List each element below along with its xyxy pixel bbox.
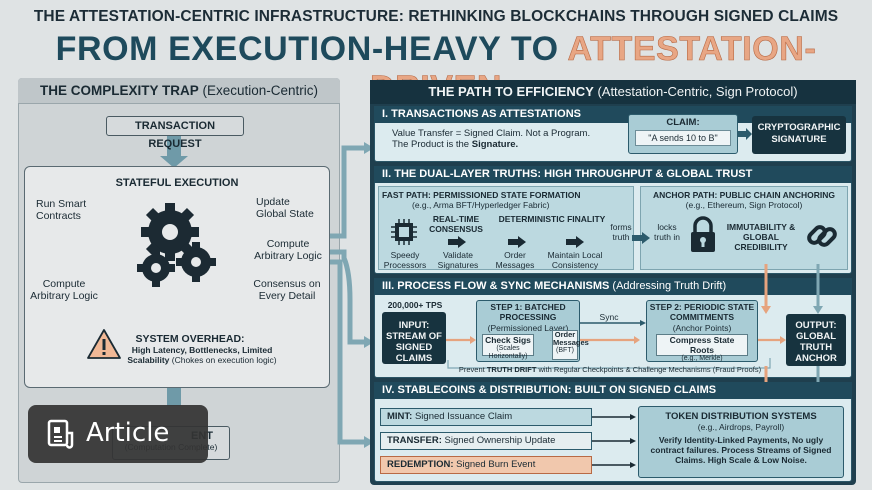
fast-path-title: FAST PATH: PERMISSIONED STATE FORMATION — [382, 190, 581, 200]
s1-text: Value Transfer = Signed Claim. Not a Pro… — [392, 128, 591, 150]
realtime-consensus: REAL-TIME CONSENSUS — [429, 214, 483, 234]
forms-to-locks-arrow — [632, 232, 650, 244]
step2-title: STEP 2: PERIODIC STATE COMMITMENTS — [649, 302, 755, 322]
check-sigs-box: Check Sigs (Scales Horizontally) — [482, 334, 534, 360]
label-compute-arbitrary-left: Compute Arbitrary Logic — [30, 278, 98, 302]
speedy-processors: Speedy Processors — [383, 250, 427, 270]
section-2-heading: II. THE DUAL-LAYER TRUTHS: HIGH THROUGHP… — [374, 166, 852, 183]
step1-sub: (Permissioned Layer) — [487, 323, 569, 333]
anchor-path-title: ANCHOR PATH: PUBLIC CHAIN ANCHORING — [652, 190, 836, 200]
locks-truth-in: locks truth in — [654, 222, 680, 242]
claim-arrow — [738, 128, 752, 140]
mint-box: MINT: Signed Issuance Claim — [380, 408, 592, 426]
order-arrow-icon — [508, 236, 526, 248]
lock-icon — [691, 216, 715, 252]
input-stream-box: INPUT: STREAM OF SIGNED CLAIMS — [382, 312, 446, 364]
truth-drift-note: Prevent TRUTH DRIFT with Regular Checkpo… — [458, 365, 762, 374]
transaction-request-box: TRANSACTION REQUEST — [106, 116, 244, 150]
label-update-global-state: Update Global State — [256, 196, 314, 220]
claim-box: CLAIM: "A sends 10 to B" — [628, 114, 738, 154]
system-overhead-title: SYSTEM OVERHEAD: — [135, 333, 245, 345]
chain-link-icon — [807, 225, 837, 247]
supertitle: THE ATTESTATION-CENTRIC INFRASTRUCTURE: … — [33, 8, 839, 25]
order-messages: Order Messages — [495, 250, 535, 270]
token-distribution-box: TOKEN DISTRIBUTION SYSTEMS (e.g., Airdro… — [638, 406, 844, 478]
section-4-heading: IV. STABLECOINS & DISTRIBUTION: BUILT ON… — [374, 382, 852, 399]
stateful-execution-title: STATEFUL EXECUTION — [115, 177, 239, 189]
section-3-heading: III. PROCESS FLOW & SYNC MECHANISMS (Add… — [374, 278, 852, 295]
maintain-consistency: Maintain Local Consistency — [547, 250, 603, 270]
headline-part1: FROM EXECUTION-HEAVY TO — [55, 30, 568, 68]
anchor-path-box — [640, 186, 848, 270]
label-run-smart-contracts: Run Smart Contracts — [36, 198, 87, 222]
fast-path-box — [378, 186, 634, 270]
compress-roots-box: Compress State Roots (e.g., Merkle) — [656, 334, 748, 362]
system-overhead-detail: High Latency, Bottlenecks, Limited Scala… — [127, 345, 277, 365]
label-compute-arbitrary-right: Compute Arbitrary Logic — [254, 238, 322, 262]
order-messages-box: Order Messages (BFT) — [552, 330, 589, 360]
anchor-path-sub: (e.g., Ethereum, Sign Protocol) — [685, 200, 803, 210]
deterministic-finality: DETERMINISTIC FINALITY — [498, 214, 606, 224]
processor-icon — [391, 219, 417, 245]
sync-label: Sync — [599, 312, 619, 322]
transfer-box: TRANSFER: Signed Ownership Update — [380, 432, 592, 450]
step1-title: STEP 1: BATCHED PROCESSING — [490, 302, 566, 322]
stateful-execution-box — [24, 166, 330, 388]
step2-sub: (Anchor Points) — [672, 323, 732, 333]
redemption-box: REDEMPTION: Signed Burn Event — [380, 456, 592, 474]
cryptographic-signature-box: CRYPTOGRAPHIC SIGNATURE — [752, 116, 846, 154]
left-panel-title: THE COMPLEXITY TRAP (Execution-Centric) — [18, 78, 340, 104]
label-consensus-every-detail: Consensus on Every Detail — [253, 278, 321, 302]
gears-icon — [137, 203, 216, 287]
article-label: Article — [86, 418, 170, 448]
tps-label: 200,000+ TPS — [387, 300, 443, 310]
fast-path-sub: (e.g., Arma BFT/Hyperledger Fabric) — [412, 200, 550, 210]
right-panel-title: THE PATH TO EFFICIENCY (Attestation-Cent… — [370, 80, 856, 104]
article-icon — [47, 419, 74, 449]
validate-signatures: Validate Signatures — [437, 250, 479, 270]
output-anchor-box: OUTPUT: GLOBAL TRUTH ANCHOR — [786, 314, 846, 366]
maintain-arrow-icon — [566, 236, 584, 248]
warning-icon — [87, 329, 121, 359]
article-badge[interactable]: Article — [28, 405, 208, 463]
validate-arrow-icon — [448, 236, 466, 248]
immutability-credibility: IMMUTABILITY & GLOBAL CREDIBILITY — [726, 222, 796, 252]
forms-truth: forms truth — [610, 222, 632, 242]
